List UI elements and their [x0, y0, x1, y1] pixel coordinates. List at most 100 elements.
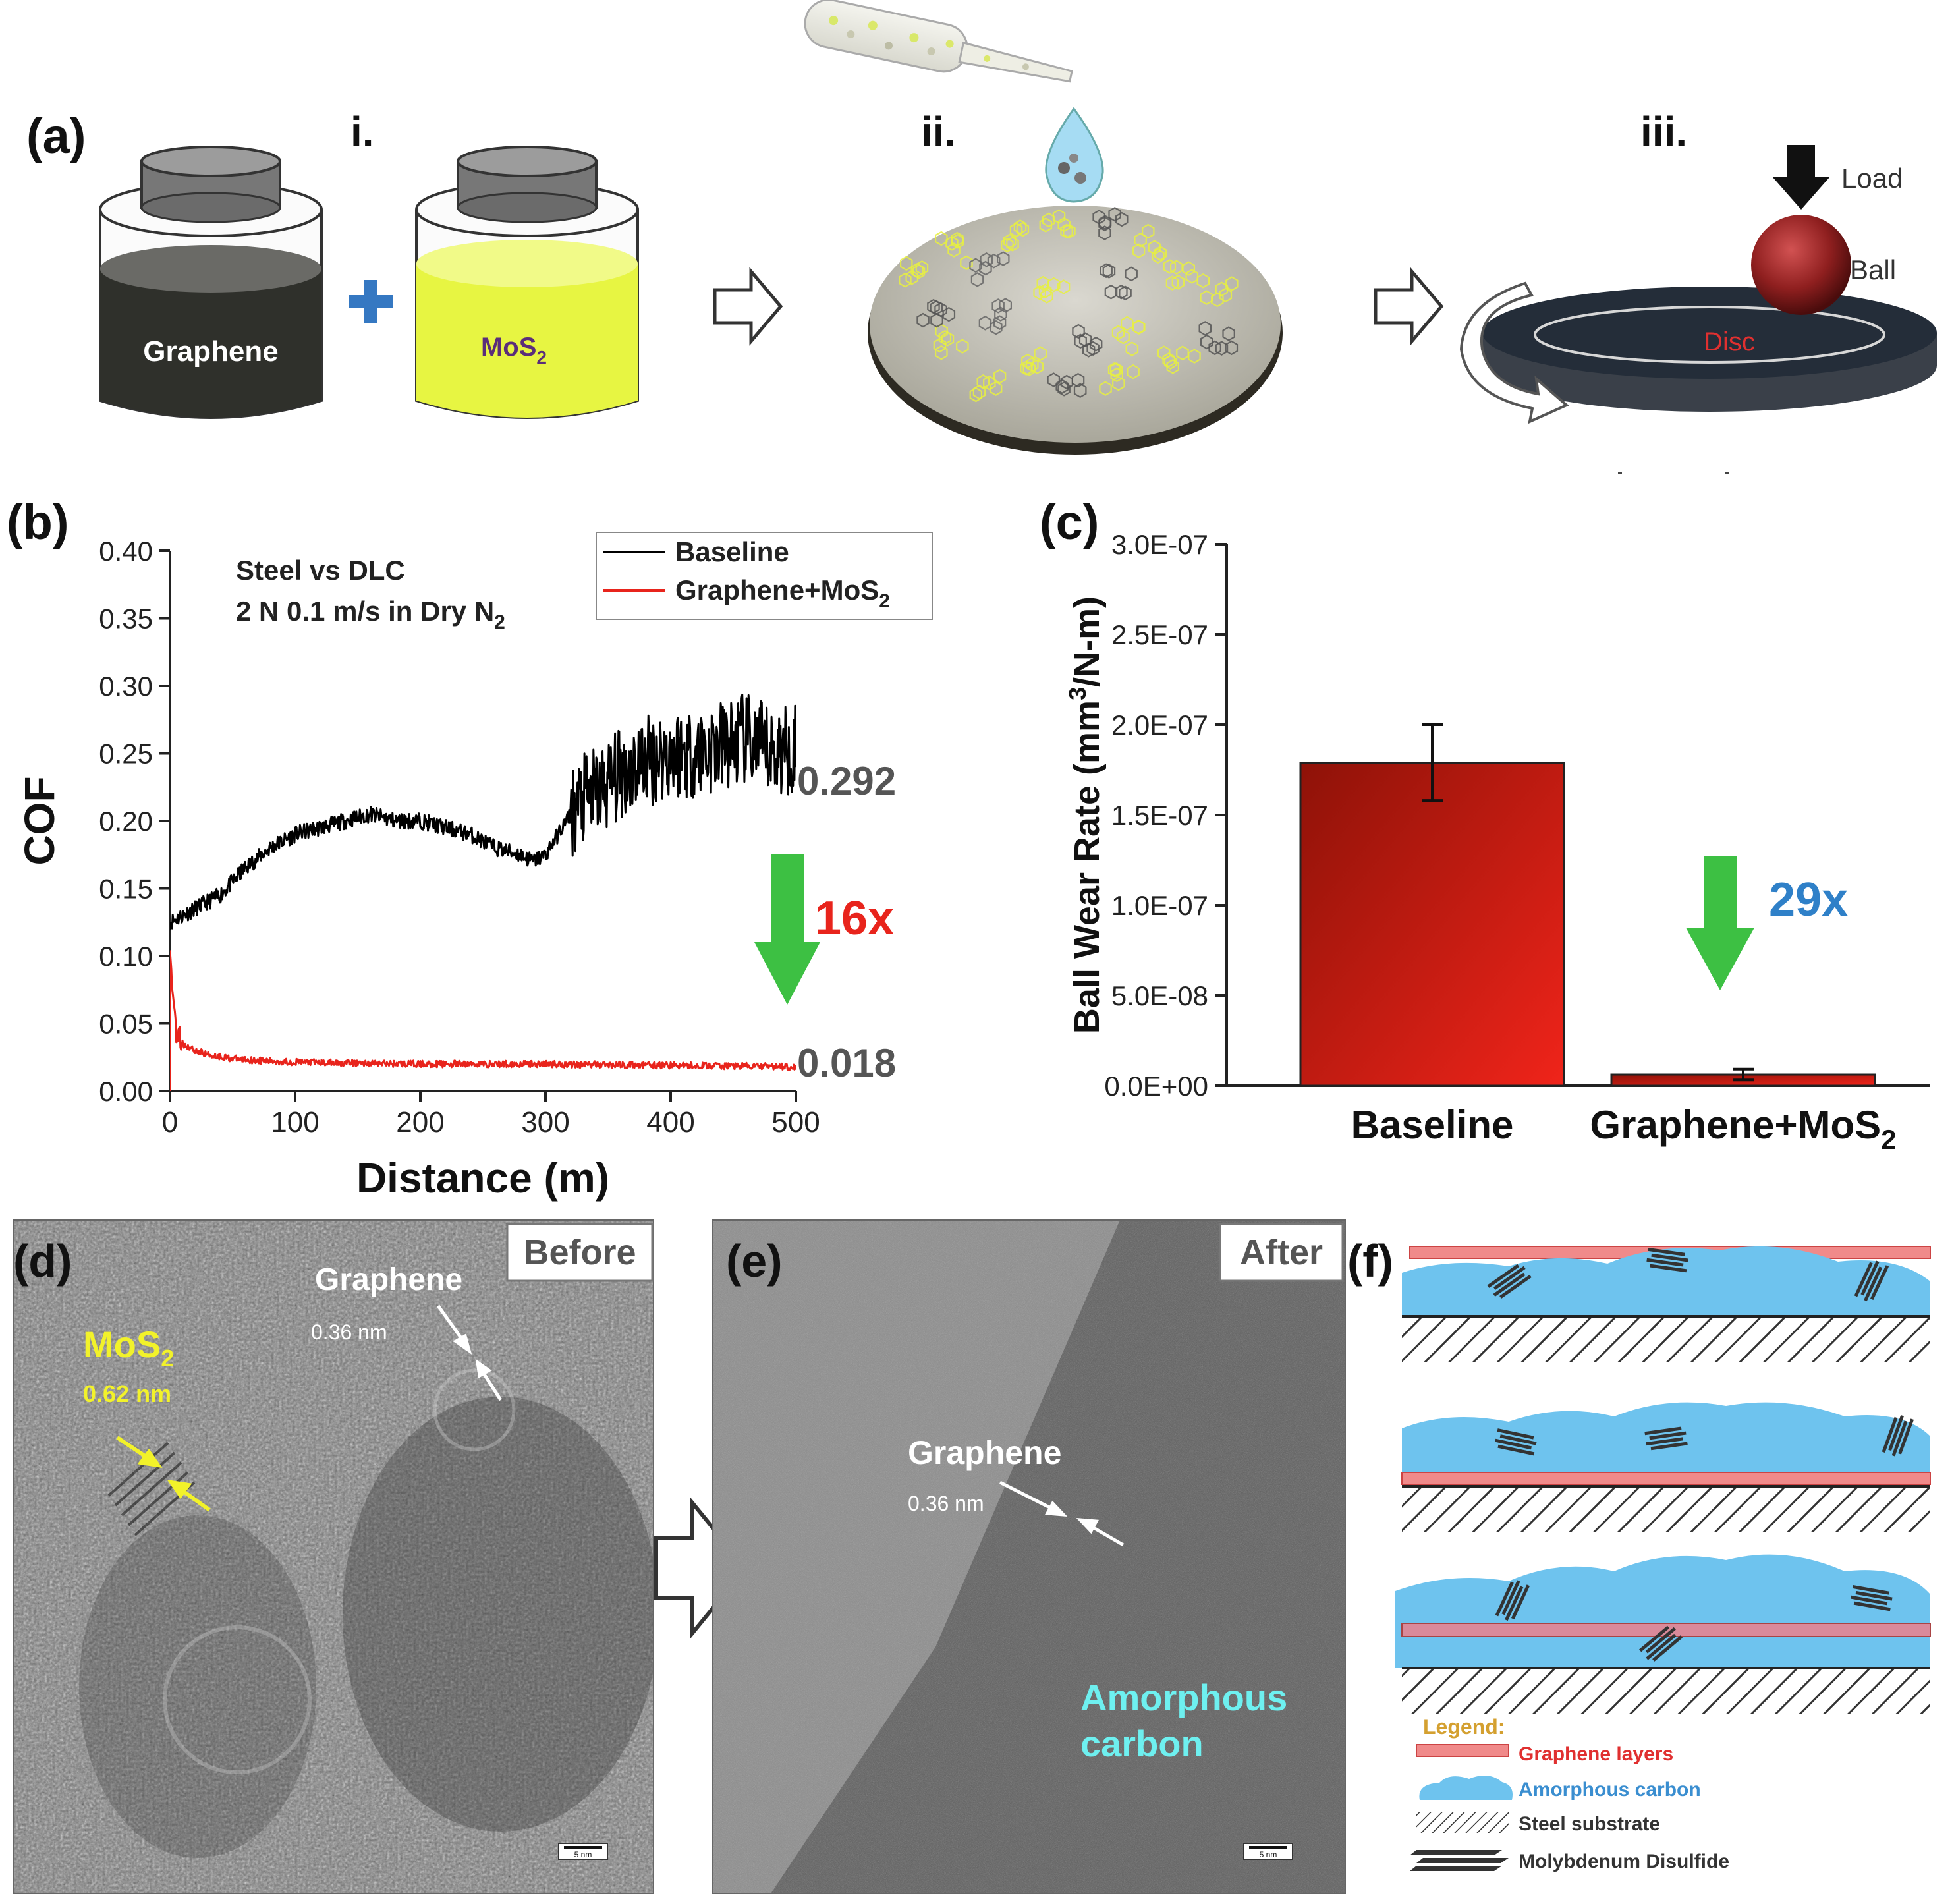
mos2-spacing: 0.62 nm: [83, 1380, 171, 1407]
panel-a: (a) i. Graphene MoS2: [26, 0, 1937, 474]
graphene-label: Graphene: [315, 1262, 462, 1297]
panel-c-label: (c): [1040, 495, 1099, 549]
y-tick-label: 0.05: [99, 1009, 153, 1040]
y-tick-label: 0.20: [99, 806, 153, 837]
mos2-jar: MoS2: [415, 146, 639, 419]
legend-title: Legend:: [1423, 1715, 1505, 1739]
panel-d-label: (d): [13, 1235, 72, 1287]
ball-label: Ball: [1850, 254, 1896, 285]
load-label: Load: [1841, 163, 1903, 194]
legend-mos2-label: Molybdenum Disulfide: [1519, 1851, 1729, 1872]
process-arrow-icon: [713, 267, 783, 346]
panel-e: (e) After Graphene 0.36 nm Amorphous car…: [712, 1219, 1346, 1894]
graphene-end-value: 0.018: [797, 1041, 896, 1085]
panel-f-label: (f): [1347, 1235, 1393, 1287]
rotation-arrow-icon: [1459, 281, 1569, 424]
y-tick-label: 0.40: [99, 536, 153, 567]
wear-rate-chart: 0.0E+00 5.0E-08 1.0E-07 1.5E-07 2.0E-07 2.5E-…: [1064, 529, 1930, 1155]
mechanism-legend: Legend: Graphene layers Amorphous carbon…: [1410, 1715, 1729, 1872]
graphene-jar-label: Graphene: [143, 335, 278, 368]
cof-reduction-label: 16x: [815, 892, 894, 945]
scale-bar-label: 5 nm: [574, 1850, 592, 1859]
series-line-graphene-mos2: [170, 950, 796, 1091]
panel-c: (c) 0.0E+00 5.0E-08 1.0E-07 1.5E-07 2.0E-07 2…: [1040, 495, 1930, 1155]
after-tag-label: After: [1240, 1233, 1323, 1272]
y-axis-title: COF: [16, 776, 63, 865]
y-axis-title: Ball Wear Rate (mm3/N-m): [1064, 596, 1107, 1034]
legend-amorphous-swatch: [1419, 1776, 1513, 1800]
y-tick-label: 1.0E-07: [1111, 890, 1208, 921]
amorphous-label-line2: carbon: [1080, 1723, 1204, 1764]
step-iii-label: iii.: [1640, 108, 1687, 155]
graphene-spacing: 0.36 nm: [908, 1492, 984, 1515]
y-tick-label: 0.0E+00: [1104, 1071, 1208, 1102]
legend-mos2-swatch: [1410, 1850, 1509, 1871]
category-label: Graphene+MoS2: [1590, 1103, 1896, 1155]
x-tick-label: 500: [771, 1106, 820, 1138]
test-condition-line2: 2 N 0.1 m/s in Dry N2: [236, 596, 505, 633]
legend-amorphous-label: Amorphous carbon: [1519, 1779, 1701, 1801]
mos2-label: MoS2: [83, 1324, 174, 1372]
panel-b-label: (b): [7, 495, 69, 549]
tribometer: Disc Load Ball: [1459, 145, 1937, 424]
wear-reduction-label: 29x: [1769, 874, 1848, 926]
x-tick-label: 200: [396, 1106, 444, 1138]
y-tick-label: 2.0E-07: [1111, 710, 1208, 741]
legend-graphene-label: Graphene layers: [1519, 1743, 1673, 1765]
cof-chart: 0 100 200 300 400 500 0.00 0.05 0.10 0.15 0.20 0.25…: [16, 532, 933, 1202]
before-tag: [506, 1223, 654, 1282]
panel-e-label: (e): [726, 1235, 783, 1287]
y-tick-label: 1.5E-07: [1111, 800, 1208, 831]
graphene-jar: Graphene: [99, 146, 323, 419]
bar-baseline: [1299, 762, 1565, 1087]
step-i-label: i.: [350, 108, 374, 155]
x-tick-label: 400: [646, 1106, 694, 1138]
panel-a-label: (a): [26, 109, 86, 163]
test-condition-line1: Steel vs DLC: [236, 555, 405, 586]
panel-f: (f) Legend: Graphene layers: [1347, 1235, 1931, 1872]
mechanism-stage-1: [1402, 1246, 1931, 1362]
y-tick-label: 0.00: [99, 1076, 153, 1107]
scale-bar-label: 5 nm: [1260, 1850, 1277, 1859]
reduction-arrow-icon: [754, 854, 820, 1005]
graphene-label: Graphene: [908, 1434, 1061, 1471]
mechanism-stage-3: [1395, 1554, 1931, 1714]
x-tick-label: 0: [162, 1106, 178, 1138]
load-arrow-icon: [1772, 145, 1830, 210]
x-axis-title: Distance (m): [356, 1154, 609, 1202]
legend-graphene-swatch: [1416, 1744, 1509, 1757]
legend-item: Baseline: [675, 536, 789, 567]
y-tick-label: 0.35: [99, 603, 153, 634]
x-tick-label: 100: [271, 1106, 319, 1138]
panel-d: (d) Before Graphene 0.36 nm MoS2 0.62 nm…: [13, 1219, 654, 1894]
y-tick-label: 3.0E-07: [1111, 529, 1208, 560]
reduction-arrow-icon: [1686, 856, 1754, 990]
baseline-end-value: 0.292: [797, 759, 896, 803]
ball-icon: [1751, 215, 1851, 315]
before-tag-label: Before: [523, 1233, 636, 1272]
amorphous-label-line1: Amorphous: [1080, 1677, 1287, 1718]
x-tick-label: 300: [521, 1106, 569, 1138]
panel-b: (b) 0 100 200 300 400 500 0.00 0.05 0.10 0.15 0.20…: [7, 495, 933, 1202]
y-tick-label: 5.0E-08: [1111, 980, 1208, 1011]
y-tick-label: 0.25: [99, 739, 153, 770]
plus-icon: [349, 280, 393, 323]
legend-steel-swatch: [1416, 1812, 1509, 1833]
mos2-jar-label: MoS2: [481, 333, 547, 368]
legend-steel-label: Steel substrate: [1519, 1813, 1660, 1835]
process-arrow-icon: [1374, 267, 1444, 346]
y-tick-label: 0.30: [99, 671, 153, 702]
step-ii-label: ii.: [921, 108, 956, 155]
dropper-icon: [804, 0, 1073, 83]
after-tag: [1219, 1223, 1344, 1282]
coated-disc: [868, 206, 1283, 455]
y-tick-label: 2.5E-07: [1111, 619, 1208, 650]
graphene-spacing: 0.36 nm: [311, 1320, 387, 1344]
disc-label: Disc: [1704, 327, 1755, 356]
y-tick-label: 0.15: [99, 874, 153, 905]
mechanism-stage-2: [1401, 1402, 1931, 1532]
y-tick-label: 0.10: [99, 941, 153, 972]
category-label: Baseline: [1351, 1103, 1514, 1147]
